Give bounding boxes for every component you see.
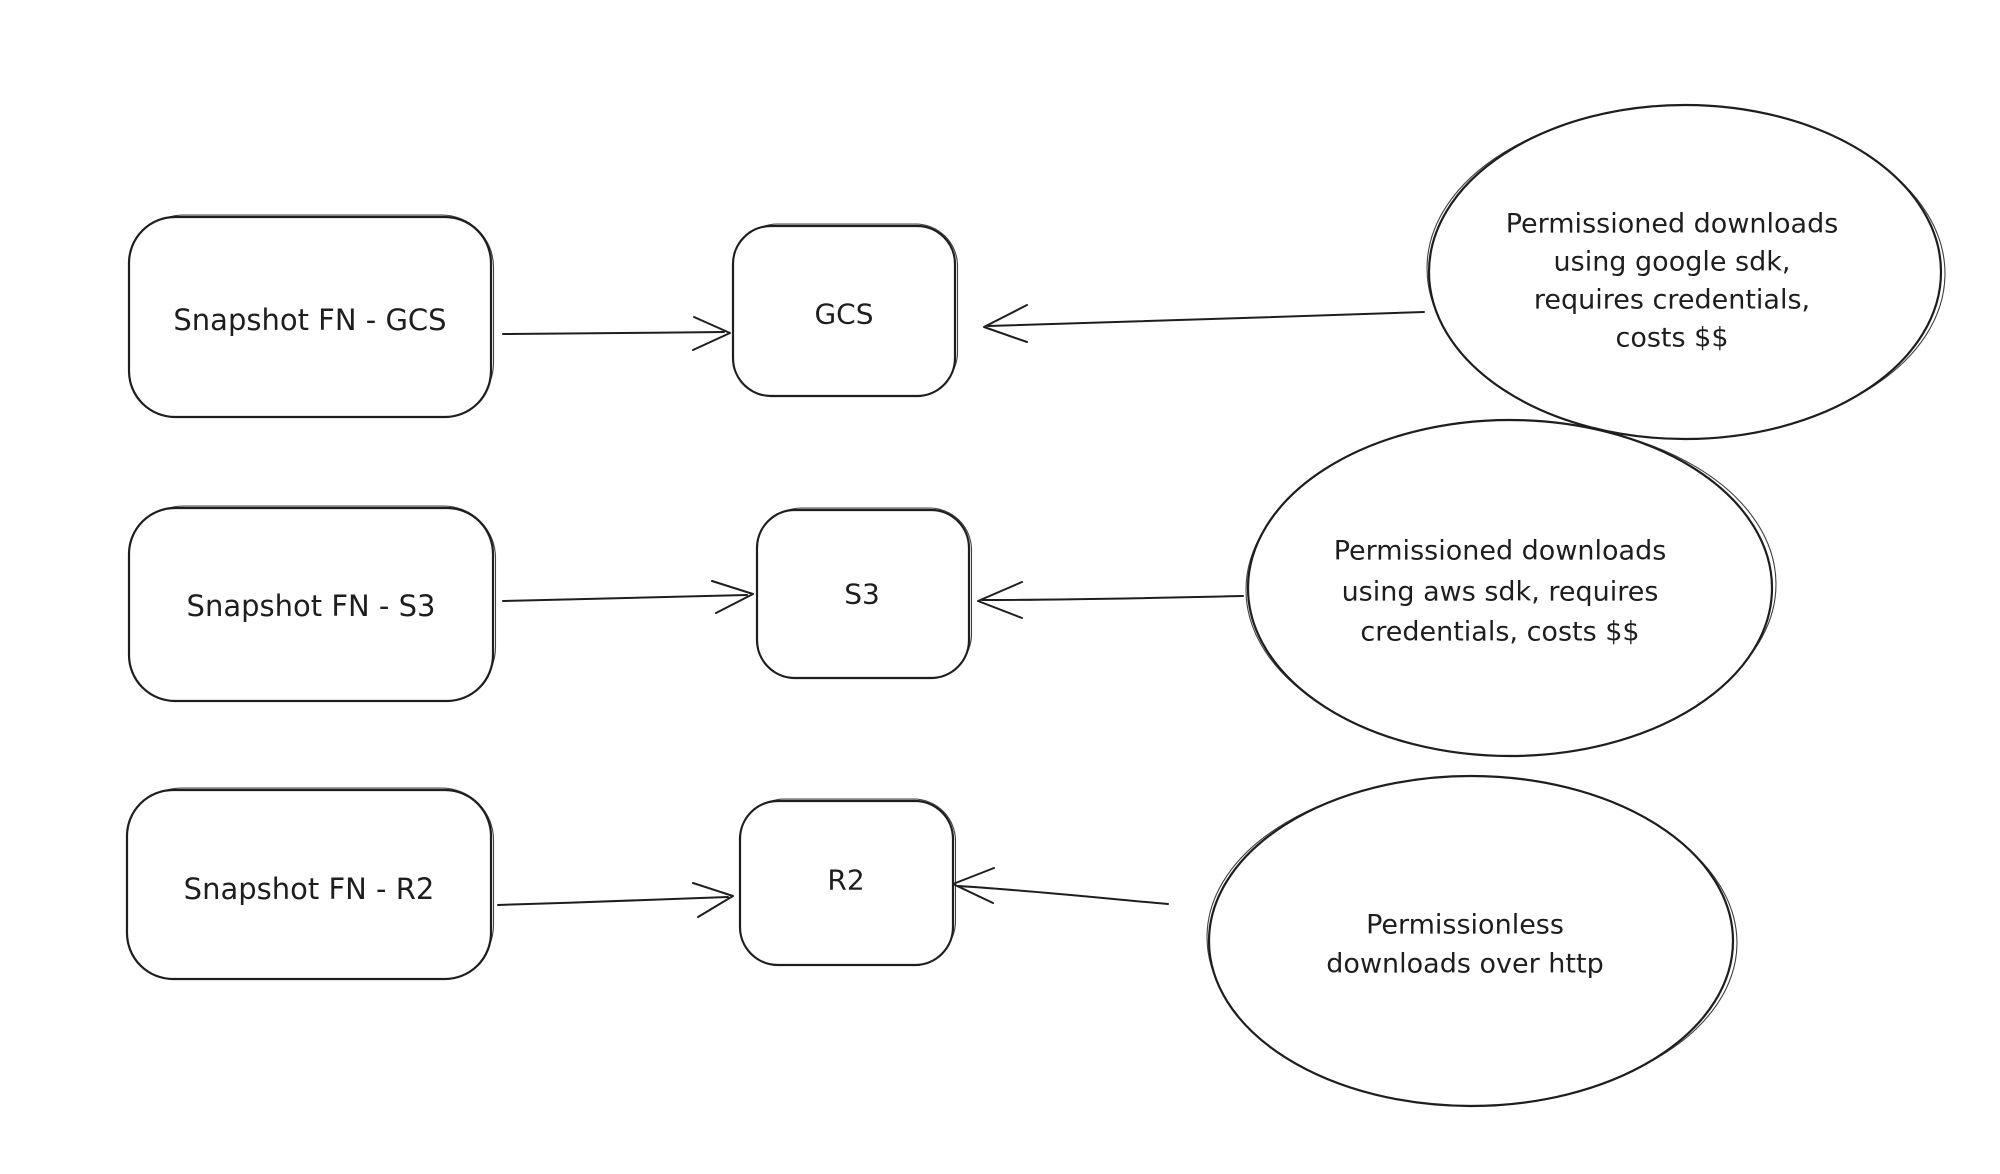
note-ellipse-gcs: Permissioned downloads using google sdk,…	[1426, 103, 1946, 441]
arrow-note-to-gcs	[983, 304, 1425, 343]
snapshot-fn-gcs-node: Snapshot FN - GCS	[127, 214, 495, 419]
s3-node: S3	[755, 507, 973, 680]
row-r2: Snapshot FN - R2 R2 Permissionless downl…	[125, 774, 1738, 1108]
note-gcs-line: Permissioned downloads	[1506, 209, 1839, 240]
arrow-note-to-s3	[977, 581, 1244, 619]
snapshot-fn-s3-label: Snapshot FN - S3	[187, 589, 436, 623]
gcs-node: GCS	[731, 223, 959, 398]
snapshot-fn-s3-node: Snapshot FN - S3	[127, 505, 497, 703]
note-s3-line: using aws sdk, requires	[1342, 577, 1659, 608]
arrow-snapshot-to-s3	[502, 580, 754, 614]
arrow-note-to-r2	[952, 867, 1169, 905]
row-s3: Snapshot FN - S3 S3 Permissioned downloa…	[127, 418, 1777, 758]
note-r2-line: downloads over http	[1326, 949, 1603, 980]
arrow-snapshot-to-r2	[497, 882, 734, 918]
note-ellipse-r2: Permissionless downloads over http	[1206, 774, 1738, 1108]
note-r2-line: Permissionless	[1366, 910, 1564, 941]
snapshot-fn-r2-node: Snapshot FN - R2	[125, 787, 495, 981]
r2-node: R2	[738, 798, 957, 967]
note-gcs-line: costs $$	[1615, 323, 1728, 354]
s3-label: S3	[844, 578, 880, 611]
note-gcs-line: requires credentials,	[1534, 285, 1810, 316]
note-ellipse-s3: Permissioned downloads using aws sdk, re…	[1245, 418, 1777, 758]
gcs-label: GCS	[814, 298, 873, 331]
note-s3-line: Permissioned downloads	[1334, 536, 1667, 567]
row-gcs: Snapshot FN - GCS GCS Permissioned downl…	[127, 103, 1946, 441]
arrow-snapshot-to-gcs	[502, 316, 731, 351]
r2-label: R2	[827, 864, 864, 897]
snapshot-fn-gcs-label: Snapshot FN - GCS	[173, 303, 446, 337]
note-s3-line: credentials, costs $$	[1360, 617, 1639, 648]
snapshot-fn-r2-label: Snapshot FN - R2	[184, 872, 435, 906]
note-gcs-line: using google sdk,	[1554, 247, 1791, 278]
